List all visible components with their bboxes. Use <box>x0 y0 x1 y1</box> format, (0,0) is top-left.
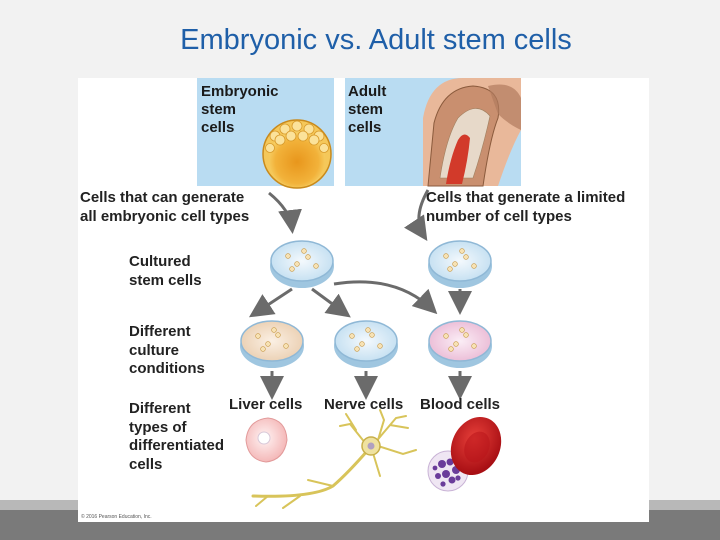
liver-culture-dish <box>240 320 304 368</box>
adult-panel-label: Adult stem cells <box>348 83 387 136</box>
cell-type-label-blood: Blood cells <box>420 396 501 413</box>
liver-cell-illustration <box>245 417 288 463</box>
arrow-adult-to-culture <box>404 189 430 241</box>
nerve-culture-dish <box>334 320 398 368</box>
blastocyst-illustration <box>262 119 332 189</box>
cultured-dish-embryonic <box>270 240 334 288</box>
arrow-to-liver-dish <box>248 287 293 318</box>
arrow-to-nerve-dish <box>311 287 351 318</box>
stage-label-culture-conditions: Different culture conditions <box>129 323 205 377</box>
cell-type-label-nerve: Nerve cells <box>324 396 404 413</box>
bone-illustration <box>423 78 521 187</box>
slide-title: Embryonic vs. Adult stem cells <box>180 24 572 56</box>
stage-label-differentiated: Different types of differentiated cells <box>129 400 225 473</box>
cell-type-label-liver: Liver cells <box>229 396 303 413</box>
embryonic-panel-label: Embryonic stem cells <box>201 83 279 136</box>
nerve-cell-illustration <box>251 409 417 509</box>
figure-illustration <box>240 78 521 509</box>
stem-cell-figure: Embryonic stem cells Adult stem cells Ce… <box>78 78 649 522</box>
arrow-embryonic-to-culture <box>268 191 302 234</box>
arrow-embryonic-to-blood-dish <box>333 280 438 315</box>
embryonic-description: Cells that can generate all embryonic ce… <box>80 189 250 225</box>
adult-description: Cells that generate a limited number of … <box>426 189 626 225</box>
blood-cells-illustration <box>427 416 502 492</box>
blood-culture-dish <box>428 320 492 368</box>
stage-label-cultured: Cultured stem cells <box>129 253 202 289</box>
cultured-dish-adult <box>428 240 492 288</box>
copyright-notice: © 2016 Pearson Education, Inc. <box>81 514 152 520</box>
